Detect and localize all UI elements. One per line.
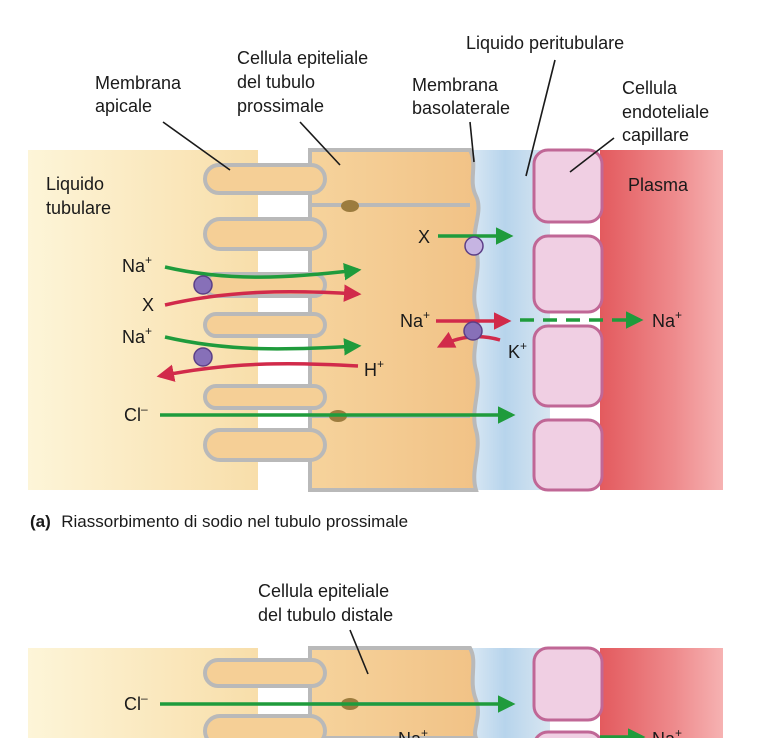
panel-a: Membrana apicale Cellula epiteliale del … <box>28 33 723 531</box>
label-endothelial-cell-1: Cellula <box>622 78 678 98</box>
ion-na-baso: Na+ <box>400 308 430 331</box>
carriers <box>193 236 484 367</box>
label-tubular-fluid-2: tubulare <box>46 198 111 218</box>
arrow-na1 <box>164 262 362 281</box>
epithelial-cell-b <box>203 646 480 738</box>
plasma-region-b <box>600 648 723 738</box>
carrier-na-h <box>193 347 213 367</box>
label-epithelial-cell-2: del tubulo <box>237 72 315 92</box>
ion-na-1: Na+ <box>122 253 152 276</box>
label-epithelial-cell-3: prossimale <box>237 96 324 116</box>
label-plasma: Plasma <box>628 175 689 195</box>
label-apical-membrane-1: Membrana <box>95 73 182 93</box>
label-basolateral-membrane-1: Membrana <box>412 75 499 95</box>
ion-cl: Cl– <box>124 402 148 425</box>
label-distal-cell-1: Cellula epiteliale <box>258 581 389 601</box>
ion-na-2: Na+ <box>122 324 152 347</box>
ion-h: H+ <box>364 357 384 380</box>
epithelial-cell-body <box>308 148 481 492</box>
caption-a: (a) Riassorbimento di sodio nel tubulo p… <box>30 512 408 531</box>
ion-na-plasma-b: Na+ <box>652 726 682 738</box>
label-endothelial-cell-2: endoteliale <box>622 102 709 122</box>
label-epithelial-cell-1: Cellula epiteliale <box>237 48 368 68</box>
caption-a-text: Riassorbimento di sodio nel tubulo pross… <box>61 512 408 531</box>
ion-k-baso: K+ <box>508 339 527 362</box>
endothelial-cells <box>532 148 604 492</box>
pointer-lines <box>162 59 615 177</box>
epithelial-cell <box>203 148 481 492</box>
ion-x-baso: X <box>418 227 430 247</box>
label-basolateral-membrane-2: basolaterale <box>412 98 510 118</box>
transport-arrows <box>156 227 644 424</box>
arrow-na2 <box>164 335 362 356</box>
label-distal-cell-2: del tubulo distale <box>258 605 393 625</box>
panel-b: Cellula epiteliale del tubulo distale Cl… <box>28 581 723 738</box>
arrow-x1 <box>164 284 362 307</box>
label-tubular-fluid-1: Liquido <box>46 174 104 194</box>
endothelial-cells-b <box>532 646 604 738</box>
arrow-h <box>156 361 359 382</box>
tight-junction-1 <box>341 200 359 212</box>
ion-na-plasma: Na+ <box>652 308 682 331</box>
carrier-na-k-pump <box>463 321 483 341</box>
label-endothelial-cell-3: capillare <box>622 125 689 145</box>
ion-na-b: Na+ <box>398 726 428 738</box>
carrier-x-baso <box>464 236 484 256</box>
label-apical-membrane-2: apicale <box>95 96 152 116</box>
ion-cl-b: Cl– <box>124 691 148 714</box>
label-peritubular-fluid: Liquido peritubulare <box>466 33 624 53</box>
caption-a-tag: (a) <box>30 512 51 531</box>
pointer-line-b <box>349 629 369 675</box>
ion-x-1: X <box>142 295 154 315</box>
carrier-na-x <box>193 275 213 295</box>
